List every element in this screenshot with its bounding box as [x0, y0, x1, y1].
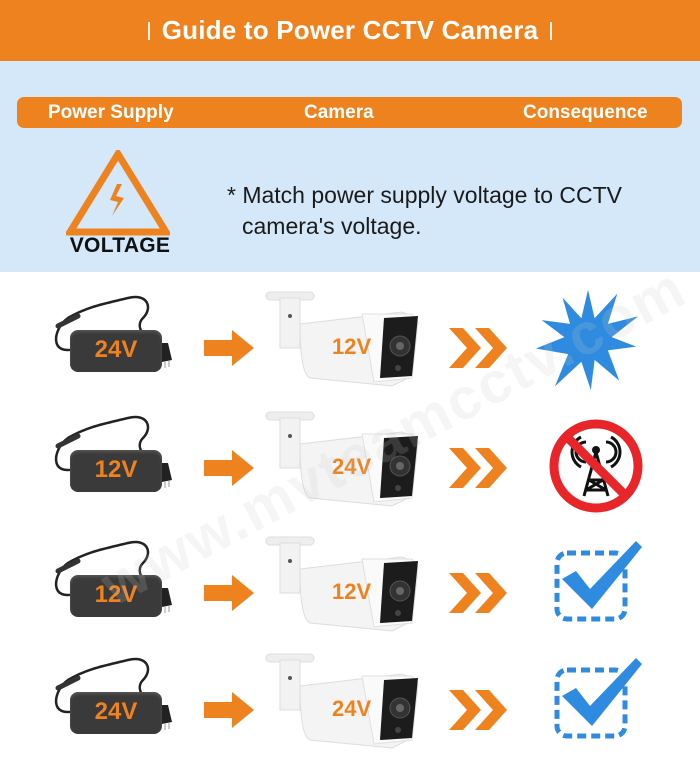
bullet-camera-icon — [265, 536, 419, 632]
page-header: Guide to Power CCTV Camera — [0, 0, 700, 61]
voltage-note: * Match power supply voltage to CCTV cam… — [227, 180, 622, 242]
checkmark-icon — [554, 541, 642, 622]
burst-damage-icon — [536, 289, 639, 391]
camera-voltage: 12V — [332, 579, 372, 604]
power-adapter: 24V — [48, 650, 183, 738]
scenario-row-3: 12V 12V — [0, 525, 700, 645]
arrow-right-icon — [204, 692, 254, 728]
title-divider-right — [550, 21, 553, 40]
voltage-label: VOLTAGE — [69, 234, 171, 257]
adapter-cable-icon — [54, 657, 172, 730]
scenario-row-1: 24V 12V — [0, 280, 700, 400]
supply-voltage: 24V — [94, 336, 138, 363]
column-power-supply: Power Supply — [48, 102, 174, 123]
power-adapter: 12V — [48, 408, 183, 496]
title-divider-left — [147, 21, 150, 40]
adapter-body: 12V — [70, 575, 162, 617]
column-consequence: Consequence — [523, 102, 648, 123]
adapter-cable-icon — [54, 415, 172, 488]
cctv-camera: 12V — [262, 531, 422, 641]
cctv-camera: 24V — [262, 406, 422, 516]
double-chevron-icon — [449, 690, 507, 730]
supply-voltage: 12V — [94, 456, 138, 483]
adapter-body: 24V — [70, 330, 162, 372]
supply-voltage: 24V — [94, 698, 138, 725]
camera-voltage: 24V — [332, 454, 372, 479]
bullet-camera-icon — [265, 653, 419, 749]
page-title: Guide to Power CCTV Camera — [161, 15, 539, 45]
bullet-camera-icon — [265, 291, 419, 387]
power-adapter: 24V — [48, 288, 183, 376]
checkmark-icon — [554, 658, 642, 739]
adapter-cable-icon — [54, 540, 172, 613]
scenario-row-4: 24V 24V — [0, 642, 700, 762]
column-header-bar: Power Supply Camera Consequence — [17, 97, 682, 128]
cctv-camera: 24V — [262, 648, 422, 758]
camera-voltage: 24V — [332, 696, 372, 721]
column-camera: Camera — [304, 102, 374, 123]
cctv-camera: 12V — [262, 286, 422, 396]
double-chevron-icon — [449, 328, 507, 368]
double-chevron-icon — [449, 573, 507, 613]
high-voltage-warning-icon — [66, 150, 170, 236]
note-line-2: camera's voltage. — [242, 213, 422, 239]
arrow-right-icon — [204, 450, 254, 486]
adapter-body: 24V — [70, 692, 162, 734]
supply-voltage: 12V — [94, 581, 138, 608]
bullet-camera-icon — [265, 411, 419, 507]
arrow-right-icon — [204, 330, 254, 366]
adapter-body: 12V — [70, 450, 162, 492]
no-signal-icon — [549, 419, 643, 513]
camera-voltage: 12V — [332, 334, 372, 359]
double-chevron-icon — [449, 448, 507, 488]
intro-band — [0, 61, 700, 272]
scenario-row-2: 12V 24V — [0, 400, 700, 520]
power-adapter: 12V — [48, 533, 183, 621]
adapter-cable-icon — [54, 295, 172, 368]
note-line-1: * Match power supply voltage to CCTV — [227, 182, 623, 208]
arrow-right-icon — [204, 575, 254, 611]
